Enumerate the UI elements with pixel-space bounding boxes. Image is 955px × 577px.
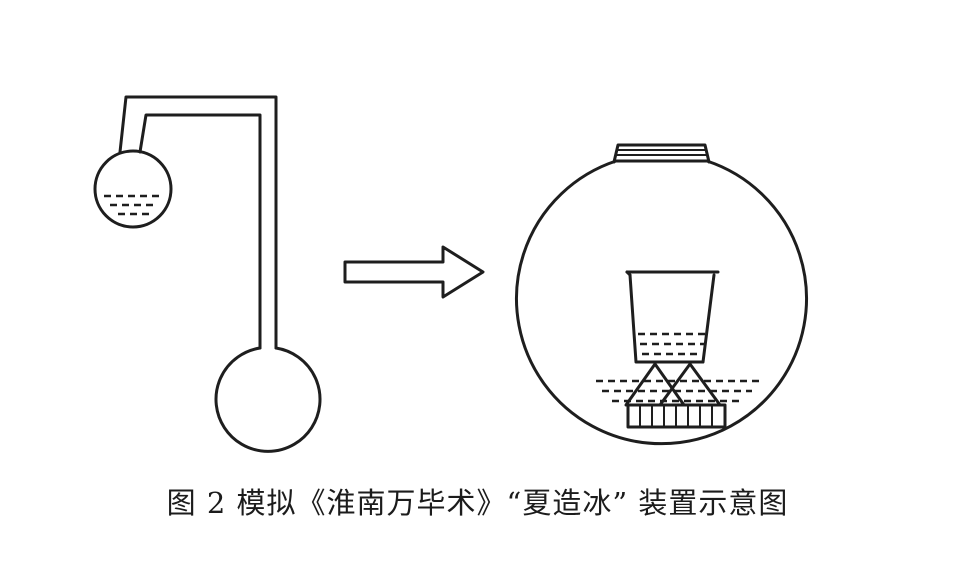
large-bulb [214, 346, 322, 453]
small-flask-liquid [104, 194, 162, 216]
left-apparatus [93, 95, 322, 453]
vessel-water [596, 379, 760, 403]
tube-inner-wall [138, 113, 262, 350]
vessel-lid [612, 143, 711, 164]
round-vessel [515, 159, 808, 446]
beaker [625, 270, 720, 364]
figure-caption: 图 2 模拟《淮南万毕术》“夏造冰” 装置示意图 [166, 486, 789, 520]
beaker-supports [624, 362, 722, 407]
apparatus-diagram [93, 95, 808, 453]
small-flask [93, 149, 173, 229]
vessel-base [626, 403, 727, 429]
right-apparatus [515, 143, 808, 446]
vessel-lid-lines [616, 149, 707, 156]
arrow-icon [343, 245, 485, 299]
beaker-liquid [638, 332, 710, 356]
tube-outer-wall [118, 95, 278, 350]
